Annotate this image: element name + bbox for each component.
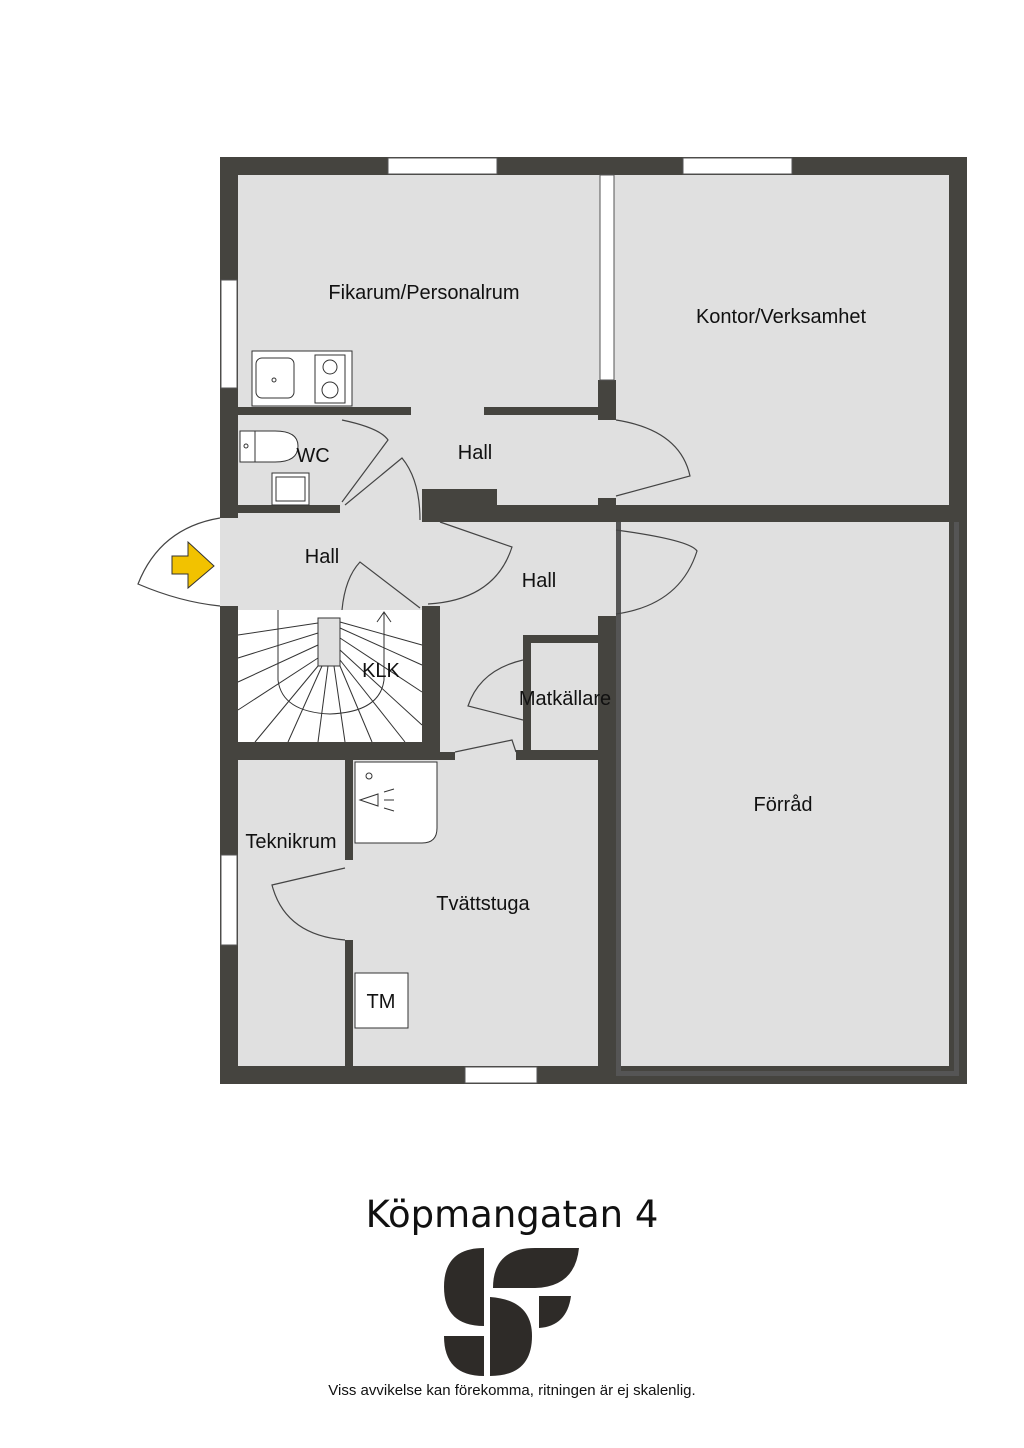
toilet-icon — [239, 430, 299, 463]
windows — [220, 157, 793, 1084]
label-matkallare: Matkällare — [519, 688, 611, 710]
label-kontor: Kontor/Verksamhet — [696, 306, 867, 328]
label-tm: TM — [367, 991, 396, 1013]
entrance-arrow-icon — [171, 540, 215, 590]
label-hall-mid: Hall — [522, 570, 556, 592]
label-fikarum: Fikarum/Personalrum — [328, 282, 519, 304]
shower-icon — [354, 761, 438, 844]
label-hall-left: Hall — [305, 546, 339, 568]
label-wc: WC — [296, 445, 329, 467]
sf-logo — [444, 1248, 579, 1376]
label-tvattstuga: Tvättstuga — [436, 893, 530, 915]
address-title: Köpmangatan 4 — [365, 1193, 659, 1236]
stair-lines — [237, 610, 423, 743]
label-klk: KLK — [362, 660, 400, 682]
room-labels: Fikarum/Personalrum Kontor/Verksamhet WC… — [245, 282, 866, 1013]
disclaimer: Viss avvikelse kan förekomma, ritningen … — [328, 1382, 696, 1399]
label-teknikrum: Teknikrum — [245, 831, 336, 853]
label-hall-upper: Hall — [458, 442, 492, 464]
fixtures — [239, 350, 438, 1029]
washing-machine — [354, 972, 409, 1029]
label-forrad: Förråd — [754, 794, 813, 816]
